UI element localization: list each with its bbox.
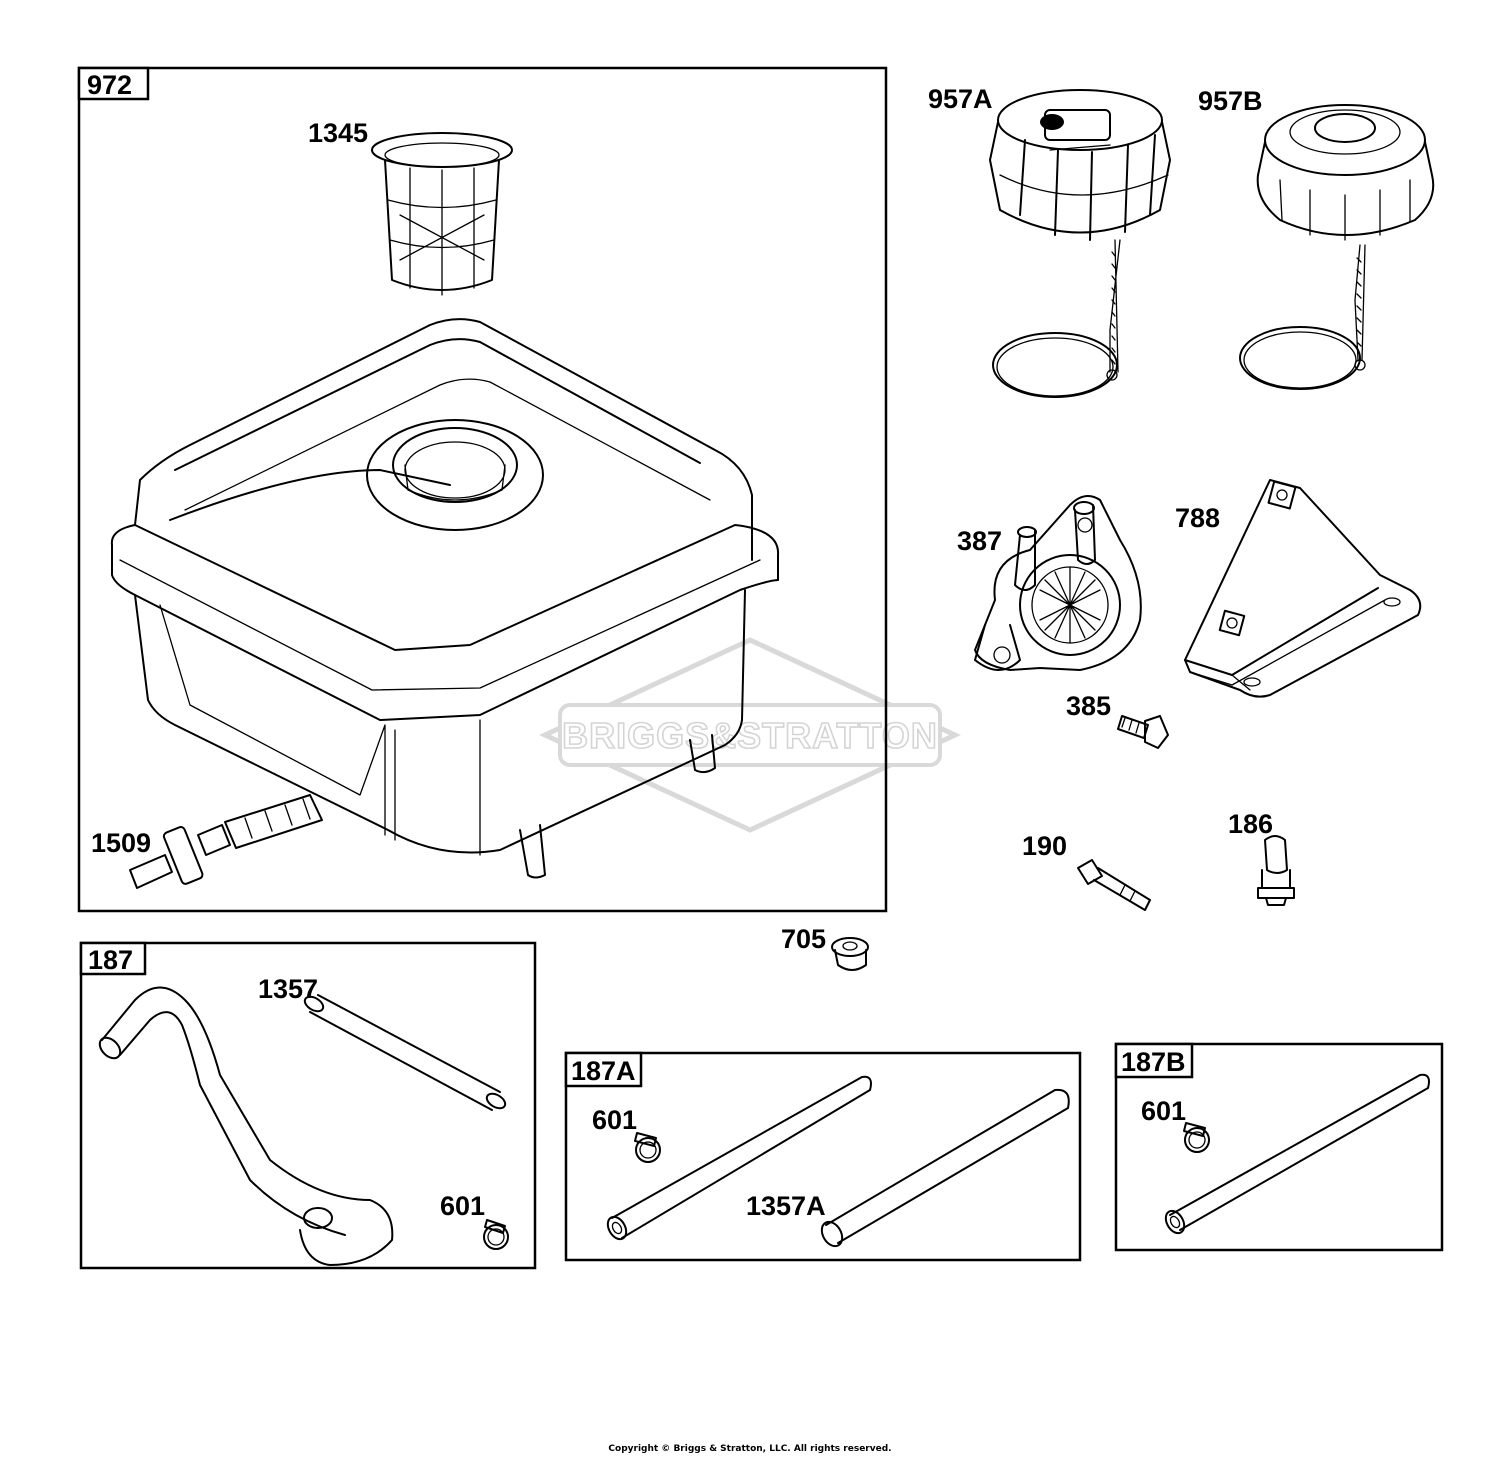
- callout-957a: 957A: [928, 84, 993, 114]
- group-box-187: 187: [79, 941, 537, 1270]
- nut-drawing: [831, 937, 869, 971]
- callout-788: 788: [1175, 503, 1220, 533]
- callout-1357a: 1357A: [746, 1191, 826, 1221]
- copyright-notice: Copyright © Briggs & Stratton, LLC. All …: [608, 1444, 892, 1454]
- group-box-187a: 187A: [564, 1051, 1082, 1262]
- fuel-line-1357-drawing: [303, 994, 507, 1111]
- fuel-line-1357a-right-drawing: [820, 1088, 1070, 1248]
- callout-601-c: 601: [1141, 1096, 1186, 1126]
- watermark-text: BRIGGS&STRATTON: [562, 715, 938, 756]
- callout-601-a: 601: [440, 1191, 485, 1221]
- strainer-drawing: [371, 132, 513, 296]
- callout-1345: 1345: [308, 118, 368, 148]
- pump-bracket-drawing: [1184, 479, 1422, 698]
- group-box-187b: 187B: [1114, 1042, 1444, 1252]
- fuel-cap-957b-drawing: [1239, 104, 1435, 390]
- callout-186: 186: [1228, 809, 1273, 839]
- clamp-601-a-drawing: [483, 1219, 509, 1250]
- tank-fuel-fitting-drawing: [129, 794, 323, 889]
- callout-1509: 1509: [91, 828, 151, 858]
- clamp-601-c-drawing: [1183, 1122, 1210, 1153]
- bolt-drawing: [1077, 859, 1151, 911]
- fuel-line-187b-drawing: [1164, 1073, 1430, 1235]
- callout-601-b: 601: [592, 1105, 637, 1135]
- callout-705: 705: [781, 924, 826, 954]
- group-tag-972: 972: [87, 70, 132, 100]
- clamp-601-b-drawing: [634, 1132, 661, 1163]
- callout-387: 387: [957, 526, 1002, 556]
- pump-screw-drawing: [1117, 715, 1169, 749]
- part-callouts: 1345 957A 957B 387 788 385 1509 190 186 …: [91, 84, 1273, 1221]
- group-tag-187: 187: [88, 945, 133, 975]
- fuel-tank-drawing: [110, 318, 780, 879]
- fuel-cap-957a-drawing: [989, 89, 1171, 398]
- callout-385: 385: [1066, 691, 1111, 721]
- formed-fuel-line-drawing: [98, 986, 394, 1266]
- callout-1357: 1357: [258, 974, 318, 1004]
- callout-190: 190: [1022, 831, 1067, 861]
- group-tag-187a: 187A: [571, 1056, 636, 1086]
- fuel-line-1357a-left-drawing: [606, 1075, 872, 1241]
- group-tag-187b: 187B: [1121, 1047, 1186, 1077]
- group-box-972: 972: [77, 66, 888, 913]
- brand-watermark: BRIGGS&STRATTON: [539, 637, 961, 833]
- fitting-drawing: [1257, 835, 1295, 906]
- fuel-pump-drawing: [974, 495, 1142, 671]
- callout-957b: 957B: [1198, 86, 1263, 116]
